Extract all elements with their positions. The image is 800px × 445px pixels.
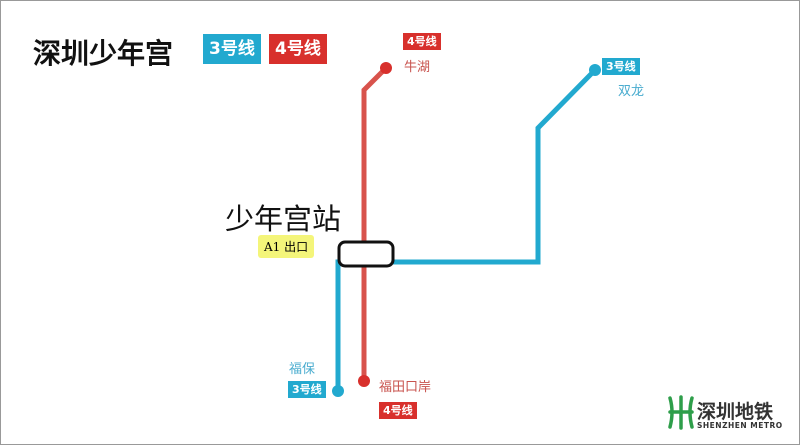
logo-subtitle: SHENZHEN METRO (697, 421, 783, 430)
line-3-track-south (335, 259, 360, 390)
futian-port-label: 福田口岸 (379, 380, 432, 395)
niuhu-label: 牛湖 (404, 60, 431, 75)
niuhu-line-badge: 4号线 (403, 33, 441, 50)
fubao-line-badge: 3号线 (288, 381, 326, 398)
niuhu-dot[interactable] (380, 62, 392, 74)
station-name: 少年宫站 (225, 202, 342, 236)
fubao-label: 福保 (289, 362, 316, 377)
fubao-dot[interactable] (332, 385, 344, 397)
station-interchange-box[interactable] (337, 240, 395, 268)
logo-name: 深圳地铁 (697, 401, 774, 423)
futian-port-dot[interactable] (358, 375, 370, 387)
shuanglong-dot[interactable] (589, 64, 601, 76)
shuanglong-line-badge: 3号线 (602, 58, 640, 75)
legend-line-3: 3号线 (203, 34, 261, 64)
line-3-track-north (392, 68, 597, 265)
shuanglong-label: 双龙 (618, 84, 645, 99)
legend-line-4: 4号线 (269, 34, 327, 64)
exit-label: A1 出口 (258, 235, 315, 258)
line-4-track (361, 66, 388, 380)
futian-port-line-badge: 4号线 (379, 402, 417, 419)
page-title: 深圳少年宫 (33, 37, 174, 70)
